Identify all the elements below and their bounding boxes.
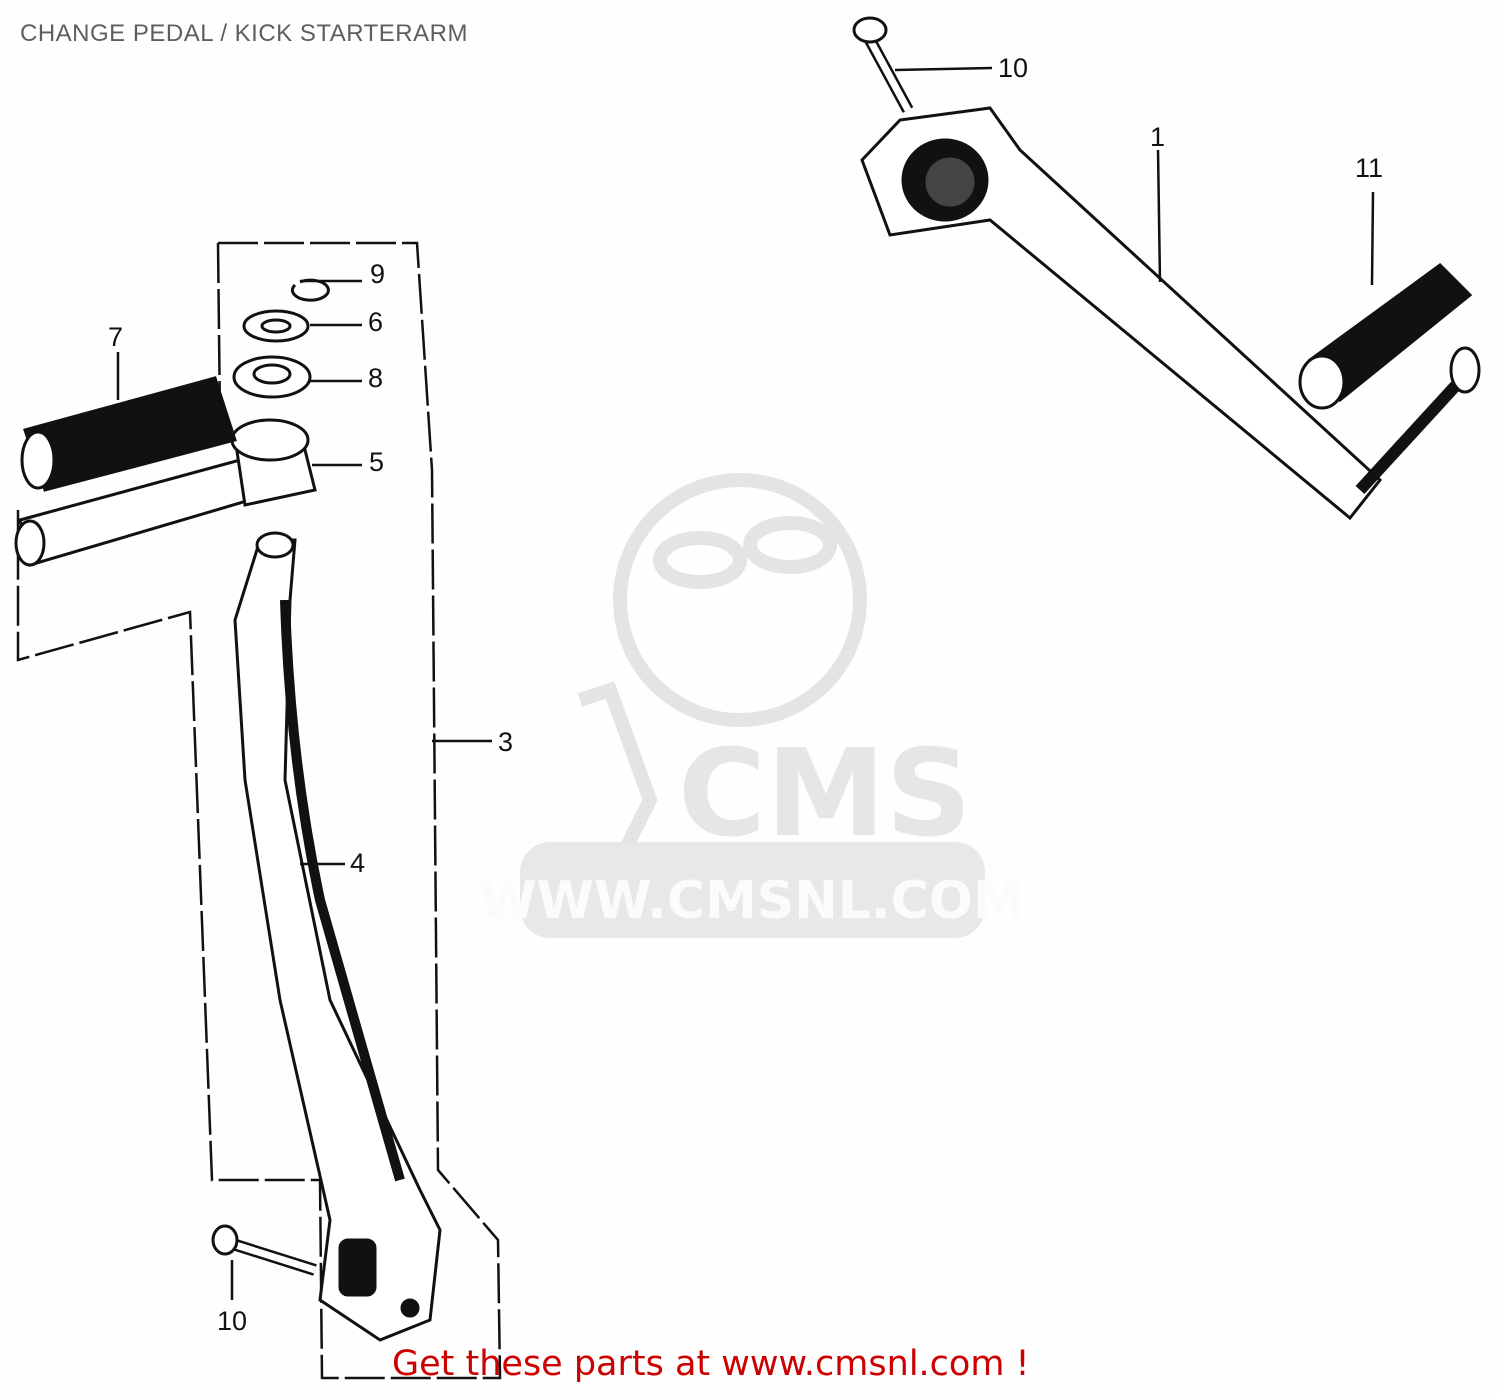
callout-4: 4 [350, 848, 366, 878]
get-parts-link[interactable]: Get these parts at www.cmsnl.com ! [392, 1344, 1030, 1384]
svg-text:WWW.CMSNL.COM: WWW.CMSNL.COM [479, 871, 1024, 931]
callout-6: 6 [368, 307, 384, 337]
callout-10-bottom: 10 [217, 1306, 248, 1336]
callout-9: 9 [370, 259, 386, 289]
callout-5: 5 [369, 447, 385, 477]
callout-7: 7 [108, 322, 124, 352]
page-title: CHANGE PEDAL / KICK STARTERARM [20, 20, 468, 47]
callout-8: 8 [368, 363, 384, 393]
callout-1: 1 [1150, 122, 1166, 152]
callout-10-top: 10 [998, 53, 1029, 83]
callout-11: 11 [1355, 153, 1384, 183]
callout-3: 3 [498, 727, 514, 757]
svg-text:CMS: CMS [678, 725, 972, 864]
